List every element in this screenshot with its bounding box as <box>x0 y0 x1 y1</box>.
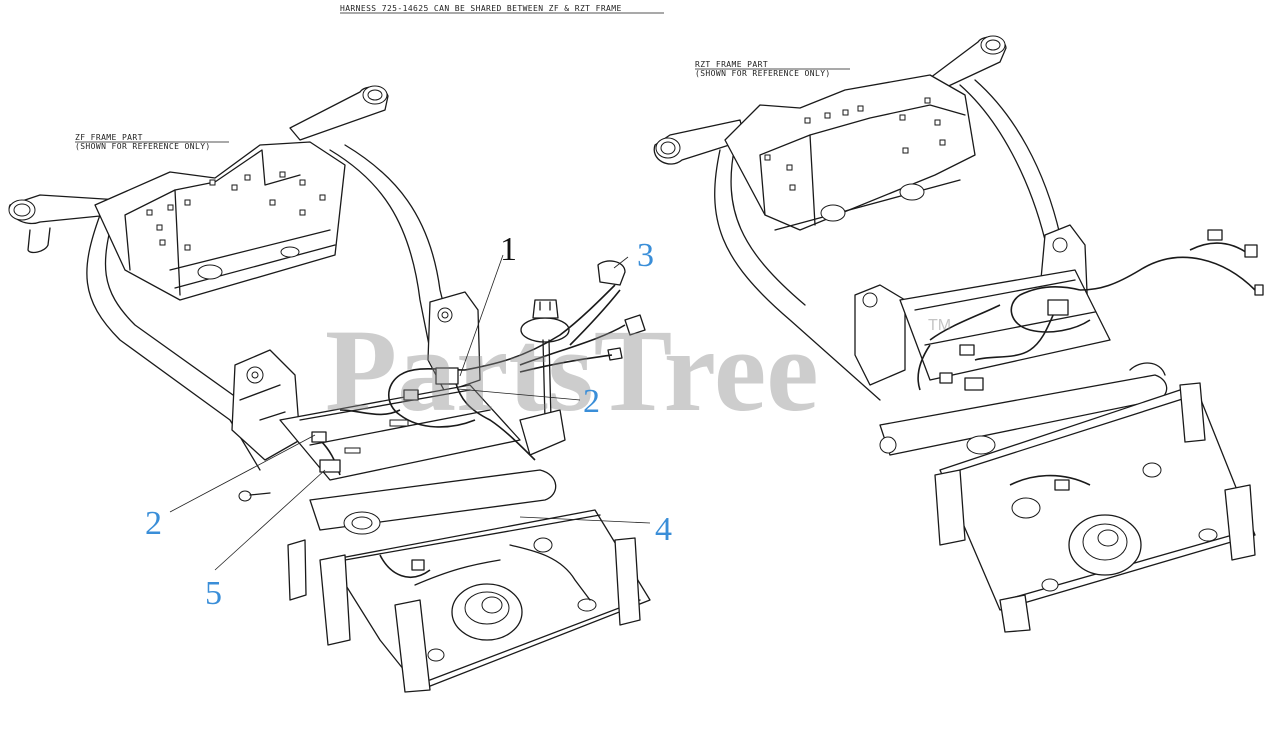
callout-3[interactable]: 3 <box>637 237 654 274</box>
rzt-frame-drawing <box>653 35 1264 633</box>
svg-text:(SHOWN FOR REFERENCE ONLY): (SHOWN FOR REFERENCE ONLY) <box>695 69 831 78</box>
zf-seat-holes <box>146 171 326 251</box>
callout-1[interactable]: 1 <box>500 231 517 268</box>
rzt-frame-label: RZT FRAME PART (SHOWN FOR REFERENCE ONLY… <box>695 60 850 78</box>
callout-leaders <box>169 254 651 571</box>
partstree-watermark: PartsTree <box>325 305 819 436</box>
svg-text:(SHOWN FOR REFERENCE ONLY): (SHOWN FOR REFERENCE ONLY) <box>75 142 211 151</box>
header-note: HARNESS 725-14625 CAN BE SHARED BETWEEN … <box>340 4 622 13</box>
zf-frame-label: ZF FRAME PART (SHOWN FOR REFERENCE ONLY) <box>75 133 229 151</box>
callout-2-lower[interactable]: 2 <box>145 505 162 542</box>
callout-2-upper[interactable]: 2 <box>583 383 600 420</box>
rzt-harness-wiring <box>917 229 1264 491</box>
zf-frame-drawing <box>8 85 651 693</box>
callout-5[interactable]: 5 <box>205 575 222 612</box>
watermark-trademark: TM <box>928 317 951 334</box>
svg-text:RZT FRAME PART: RZT FRAME PART <box>695 60 768 69</box>
svg-text:ZF FRAME PART: ZF FRAME PART <box>75 133 143 142</box>
rzt-seat-holes <box>764 97 946 191</box>
zf-harness-wiring <box>311 284 626 579</box>
callout-4[interactable]: 4 <box>655 511 672 548</box>
